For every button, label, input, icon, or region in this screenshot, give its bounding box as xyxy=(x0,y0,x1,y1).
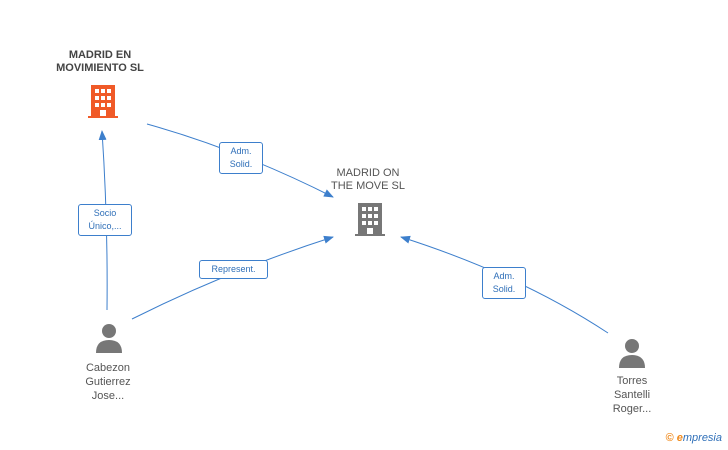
brand-initial: e xyxy=(676,432,683,444)
node-label-line: MADRID ON xyxy=(336,167,400,179)
edge-label-adm-solid-2[interactable]: Adm. Solid. xyxy=(482,267,526,299)
node-torres[interactable]: Torres Santelli Roger... xyxy=(562,374,702,416)
person-icon[interactable] xyxy=(619,339,645,368)
edge-label-line: Único,... xyxy=(88,221,122,231)
brand-logo: © empresia xyxy=(666,432,722,444)
node-label-line: Gutierrez xyxy=(85,376,131,388)
edge-label-line: Socio xyxy=(93,208,117,218)
edge-label-line: Adm. xyxy=(230,146,252,156)
node-label-line: MADRID EN xyxy=(68,49,132,61)
node-label-line: Cabezon xyxy=(85,362,131,374)
node-label-line: MOVIMIENTO SL xyxy=(56,62,144,74)
node-cabezon[interactable]: Cabezon Gutierrez Jose... xyxy=(38,361,178,403)
person-icon[interactable] xyxy=(96,324,122,353)
node-label-line: Santelli xyxy=(613,389,651,401)
brand-name: mpresia xyxy=(682,432,722,444)
edge-label-socio-unico[interactable]: Socio Único,... xyxy=(78,204,132,236)
node-label-line: Roger... xyxy=(612,403,652,415)
edge-label-line: Adm. xyxy=(493,271,515,281)
node-label-line: Jose... xyxy=(91,390,125,402)
node-label-line: Torres xyxy=(616,375,648,387)
building-icon[interactable] xyxy=(88,85,118,118)
node-label-line: THE MOVE SL xyxy=(331,180,405,192)
edge-label-line: Solid. xyxy=(229,159,253,169)
node-madrid-en-movimiento[interactable]: MADRID EN MOVIMIENTO SL xyxy=(30,49,170,75)
edge-label-line: Solid. xyxy=(492,284,516,294)
edge-label-line: Represent. xyxy=(211,264,256,274)
edge-label-adm-solid-1[interactable]: Adm. Solid. xyxy=(219,142,263,174)
node-madrid-on-the-move[interactable]: MADRID ON THE MOVE SL xyxy=(298,167,438,193)
copyright-icon: © xyxy=(665,432,674,444)
building-icon[interactable] xyxy=(355,203,385,236)
edge-label-represent[interactable]: Represent. xyxy=(199,260,268,279)
